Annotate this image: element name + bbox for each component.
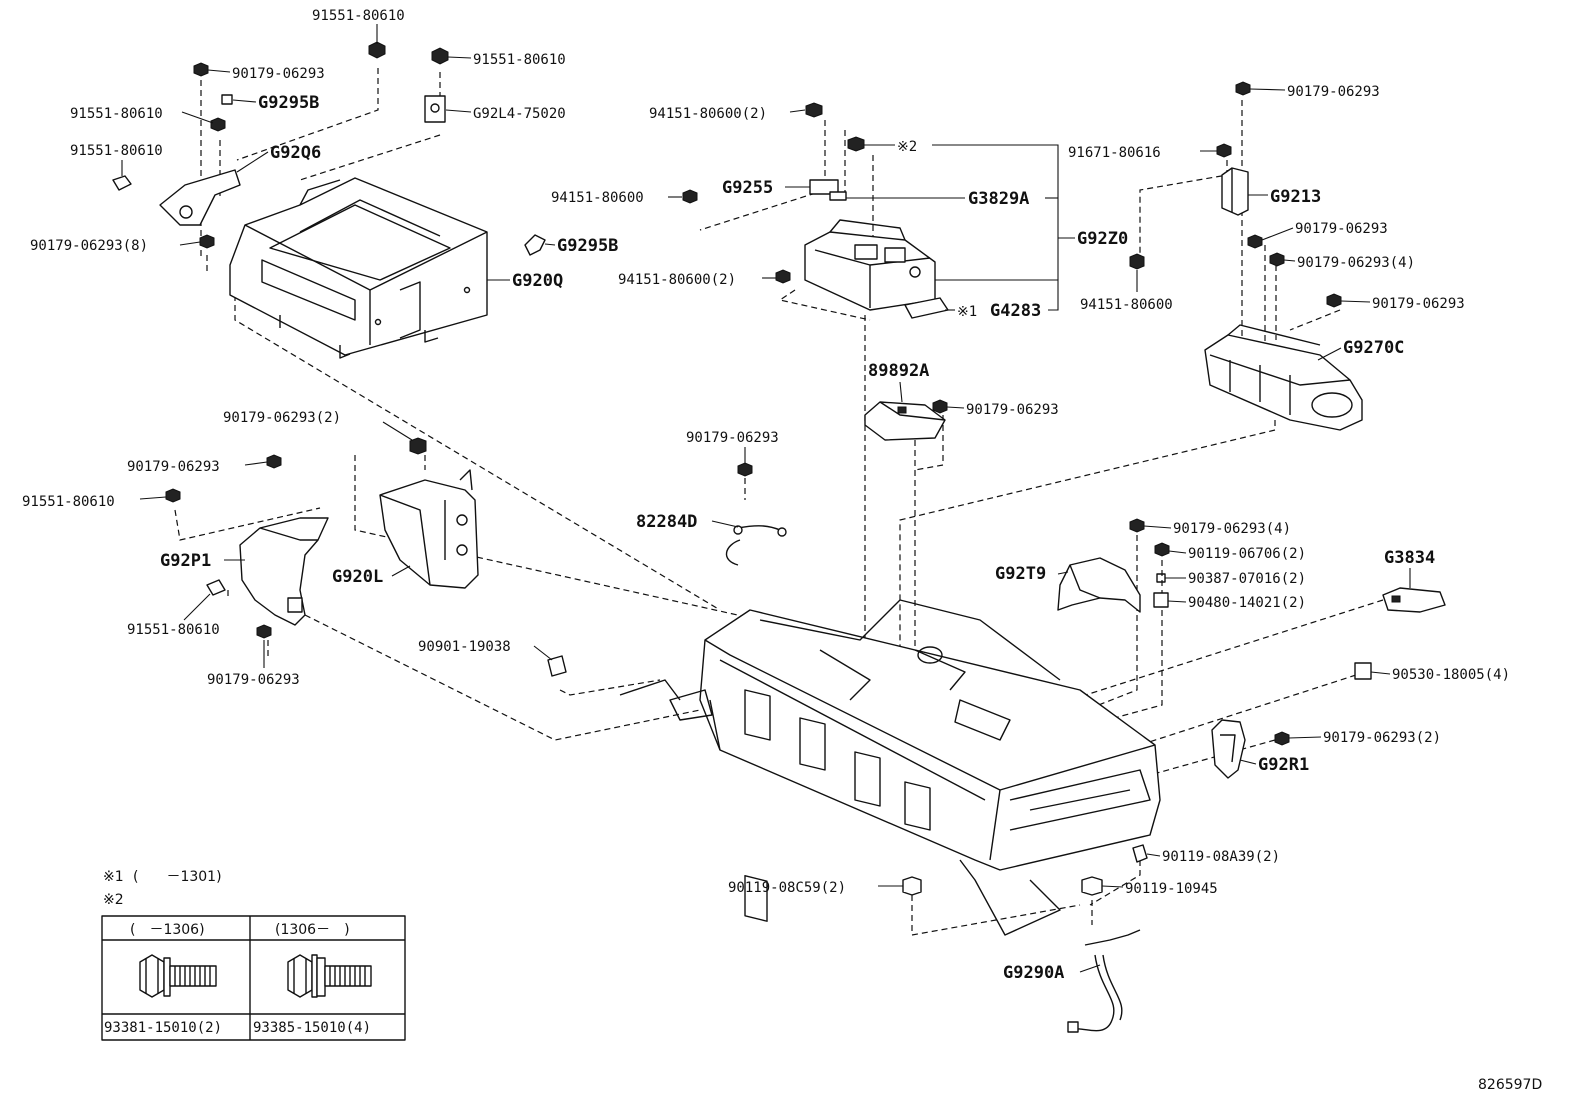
callout-90179-06293-8: 90179-06293(8) — [30, 238, 148, 254]
callout-note2-mark: ※2 — [897, 139, 917, 155]
cable-g9290a-drawing — [1067, 929, 1141, 1033]
callout-94151-80600-2b: 94151-80600(2) — [618, 272, 736, 288]
cover-g920l-drawing — [379, 469, 479, 589]
fasteners-drawing — [112, 41, 1372, 896]
callout-g4283: G4283 — [990, 301, 1041, 321]
callout-91671-80616: 91671-80616 — [1068, 145, 1161, 161]
notes: ※1 ( －1301) ※2 — [103, 869, 222, 908]
bolt-table-col2-header: (1306－ ) — [275, 922, 350, 938]
cover-g92t9-drawing — [1057, 557, 1141, 613]
callout-g92l4-75020: G92L4-75020 — [473, 106, 566, 122]
callout-90901-19038: 90901-19038 — [418, 639, 511, 655]
figure-number: 826597D — [1478, 1077, 1542, 1093]
callout-89892a: 89892A — [868, 361, 929, 381]
bolt-table-col1-part: 93381-15010(2) — [104, 1020, 222, 1036]
duct-g9270c-drawing — [1204, 324, 1363, 431]
callout-g92p1: G92P1 — [160, 551, 211, 571]
callout-90179-06293-b: 90179-06293 — [1287, 84, 1380, 100]
callout-82284d: 82284D — [636, 512, 697, 532]
cover-g92p1-drawing — [239, 517, 329, 626]
callout-90179-06293-e: 90179-06293 — [966, 402, 1059, 418]
callout-90530-18005-4: 90530-18005(4) — [1392, 667, 1510, 683]
callout-g3834: G3834 — [1384, 548, 1435, 568]
callout-90179-06293-4a: 90179-06293(4) — [1297, 255, 1415, 271]
bracket-g9213-drawing — [1221, 167, 1249, 216]
clip-g92l4-drawing — [424, 95, 446, 123]
callout-90119-06706-2: 90119-06706(2) — [1188, 546, 1306, 562]
note1-mark: ※1 — [103, 869, 124, 885]
callout-94151-80600-2a: 94151-80600(2) — [649, 106, 767, 122]
callout-g9295b-a: G9295B — [258, 93, 319, 113]
bracket-g92q6-drawing — [159, 169, 241, 226]
callout-90119-10945: 90119-10945 — [1125, 881, 1218, 897]
callout-94151-80600-a: 94151-80600 — [551, 190, 644, 206]
callout-g92r1: G92R1 — [1258, 755, 1309, 775]
callout-90179-06293-2b: 90179-06293(2) — [1323, 730, 1441, 746]
callout-91551-80610-e: 91551-80610 — [22, 494, 115, 510]
callout-90179-06293-c: 90179-06293 — [1295, 221, 1388, 237]
callout-g9295b-b: G9295B — [557, 236, 618, 256]
note2-mark: ※2 — [103, 892, 124, 908]
sensor-89892a-drawing — [864, 401, 946, 441]
flange-bolt-icon — [139, 954, 217, 998]
callout-90119-08c59-2: 90119-08C59(2) — [728, 880, 846, 896]
bolt-table-col1-header: ( －1306) — [130, 922, 205, 938]
cable-82284d-drawing — [725, 525, 787, 566]
callout-g9213: G9213 — [1270, 187, 1321, 207]
callout-90179-06293-d: 90179-06293 — [1372, 296, 1465, 312]
callout-90179-06293-4b: 90179-06293(4) — [1173, 521, 1291, 537]
cover-g920q-drawing — [229, 177, 488, 359]
callout-g92z0: G92Z0 — [1077, 229, 1128, 249]
callouts: 91551-80610 90179-06293 91551-80610 G929… — [22, 8, 1510, 983]
callout-g920l: G920L — [332, 567, 383, 587]
junction-block-g92z0-drawing — [804, 179, 949, 319]
callout-90119-08a39-2: 90119-08A39(2) — [1162, 849, 1280, 865]
callout-94151-80600-b: 94151-80600 — [1080, 297, 1173, 313]
callout-90387-07016-2: 90387-07016(2) — [1188, 571, 1306, 587]
callout-g3829a: G3829A — [968, 189, 1029, 209]
callout-g920q: G920Q — [512, 271, 563, 291]
callout-91551-80610-c: 91551-80610 — [70, 106, 163, 122]
bolt-table-col2-part: 93385-15010(4) — [253, 1020, 371, 1036]
callout-91551-80610-f: 91551-80610 — [127, 622, 220, 638]
callout-91551-80610-d: 91551-80610 — [70, 143, 163, 159]
callout-90179-06293-2a: 90179-06293(2) — [223, 410, 341, 426]
callout-g92q6: G92Q6 — [270, 143, 321, 163]
note1-text: ( －1301) — [133, 869, 222, 885]
clip-g9295b-drawing — [221, 94, 546, 256]
clip-g3834-drawing — [1382, 587, 1446, 613]
callout-g9270c: G9270C — [1343, 338, 1404, 358]
callout-g92t9: G92T9 — [995, 564, 1046, 584]
washer-bolt-icon — [287, 954, 372, 998]
callout-90179-06293-a: 90179-06293 — [232, 66, 325, 82]
callout-90179-06293-f: 90179-06293 — [127, 459, 220, 475]
callout-91551-80610-b: 91551-80610 — [473, 52, 566, 68]
callout-g9290a: G9290A — [1003, 963, 1064, 983]
bolt-table: ( －1306) (1306－ ) 93381-15010(2) 93385-1… — [101, 915, 406, 1041]
callout-g9255: G9255 — [722, 178, 773, 198]
callout-90480-14021-2: 90480-14021(2) — [1188, 595, 1306, 611]
battery-frame-drawing — [619, 599, 1161, 936]
callout-note1-mark: ※1 — [957, 304, 977, 320]
callout-90179-06293-g: 90179-06293 — [207, 672, 300, 688]
callout-90179-06293-h: 90179-06293 — [686, 430, 779, 446]
bracket-g92r1-drawing — [1211, 719, 1246, 779]
callout-91551-80610-top: 91551-80610 — [312, 8, 405, 24]
